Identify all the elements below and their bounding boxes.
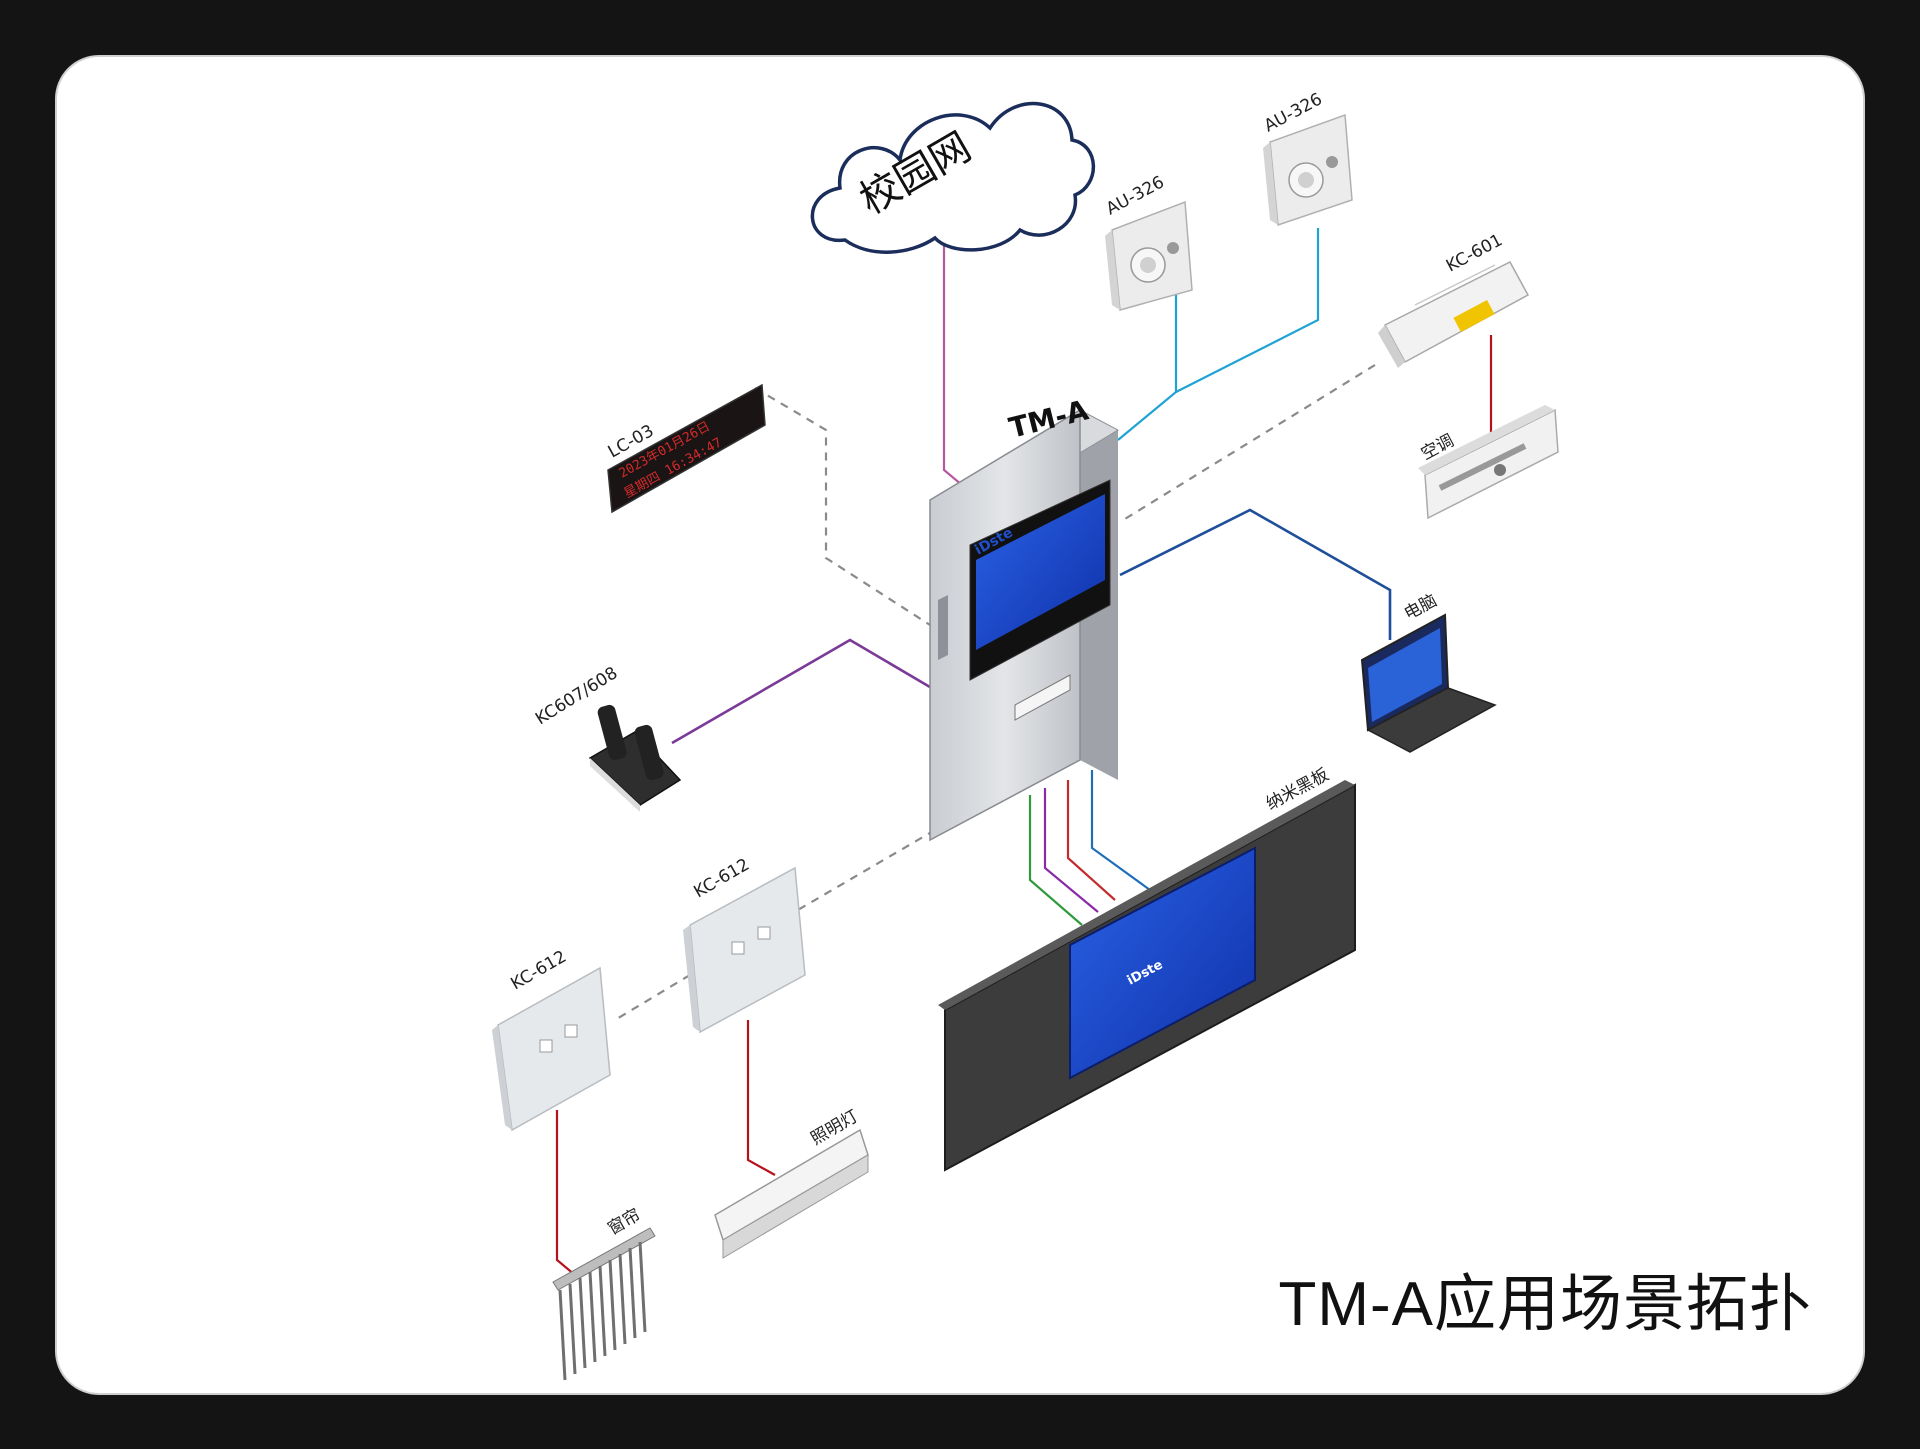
hdmi-green	[1028, 795, 1083, 926]
nano-blackboard: iDste 纳米黑板	[938, 765, 1356, 1172]
sensor-kc601: KC-601	[1378, 230, 1530, 368]
switch-link-1	[754, 829, 936, 936]
microphone-kc607-608: KC607/608	[532, 663, 682, 812]
mic-icon	[597, 704, 627, 761]
hub-slot-icon	[1014, 674, 1071, 721]
switch-1-label: KC-612	[508, 947, 571, 995]
air-conditioner: 空调	[1418, 405, 1559, 520]
tm-a-hub: iDste TM-A	[928, 393, 1120, 842]
switch-icon	[497, 966, 611, 1132]
wall-switch-kc612-b: KC-612	[683, 855, 806, 1034]
audio-link-2	[1175, 228, 1320, 393]
diagram-caption: TM-A应用场景拓扑	[1278, 1270, 1812, 1339]
speaker-au326-a: AU-326	[1103, 172, 1193, 311]
wall-switch-kc612-a: KC-612	[492, 947, 611, 1132]
blackboard-screen	[1069, 846, 1256, 1080]
curtain-relay-link	[555, 1110, 576, 1276]
led-link	[754, 387, 931, 626]
mic-link	[671, 638, 936, 745]
led-display-icon	[607, 383, 766, 514]
switch-link-2	[614, 974, 691, 1021]
switch-icon	[689, 866, 806, 1034]
campus-network-cloud: 校园网	[810, 101, 1096, 254]
curtain: 窗帘	[552, 1205, 656, 1381]
led-display-lc03: 2023年01月26日 星期四 16:34:47 LC-03	[605, 383, 766, 514]
computer-label: 电脑	[1401, 591, 1440, 625]
hdmi-purple	[1043, 788, 1099, 913]
hdmi-red	[1066, 780, 1116, 901]
curtain-icon	[558, 1241, 647, 1381]
pc-link	[1119, 508, 1392, 640]
sensor-icon	[1383, 261, 1530, 364]
mic-base-icon	[588, 731, 682, 806]
lighting-fixture: 照明灯	[714, 1107, 869, 1259]
sensor-link	[1119, 364, 1376, 523]
light-relay-link	[746, 1020, 776, 1176]
laptop-base-icon	[1366, 687, 1497, 753]
curtain-rail-icon	[552, 1227, 656, 1291]
hdmi-blue	[1090, 770, 1151, 891]
computer-laptop: 电脑	[1360, 591, 1497, 753]
audio-link-1	[1117, 295, 1178, 441]
speaker-au326-b: AU-326	[1261, 89, 1353, 227]
cloud-icon	[810, 101, 1096, 254]
